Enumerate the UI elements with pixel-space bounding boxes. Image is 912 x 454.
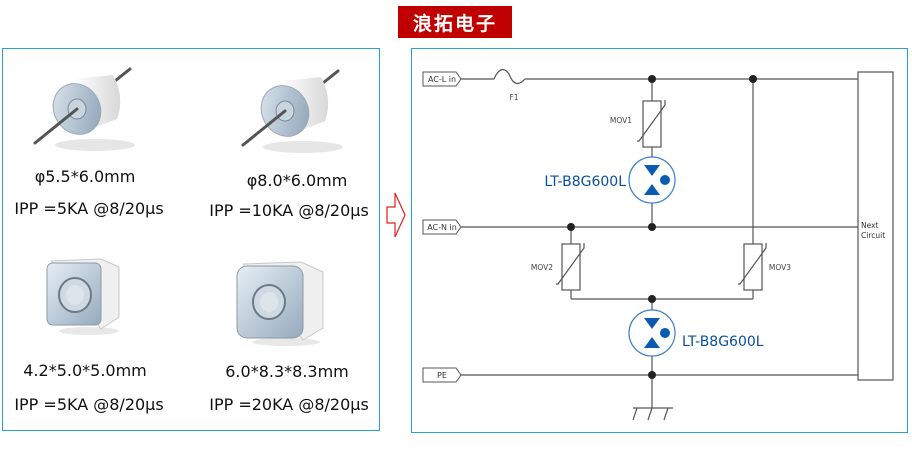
mov2-label: MOV2 xyxy=(531,263,553,272)
axial-gdt-image xyxy=(241,69,343,153)
junction-dot xyxy=(648,371,656,379)
product-ipp: IPP =5KA @8/20μs xyxy=(14,395,164,414)
next-circuit-label: Circuit xyxy=(861,231,885,240)
pe-label: PE xyxy=(437,371,447,380)
mov1-label: MOV1 xyxy=(610,116,632,125)
axial-gdt-image xyxy=(33,67,135,151)
fuse-label: F1 xyxy=(509,93,518,102)
next-circuit-label: Next xyxy=(861,221,879,230)
gdt-symbol xyxy=(628,156,676,204)
product-size: 6.0*8.3*8.3mm xyxy=(225,362,349,381)
junction-dot xyxy=(749,75,757,83)
junction-dot xyxy=(648,223,656,231)
product-size: 4.2*5.0*5.0mm xyxy=(23,361,147,380)
mov3-label: MOV3 xyxy=(769,263,791,272)
smd-gdt-image xyxy=(46,258,120,335)
schematic-panel: AC-L in AC-N in PE F1 MOV1 MOV2 MOV3 LT-… xyxy=(411,48,908,433)
gdt-symbol xyxy=(628,309,676,357)
product-size: φ5.5*6.0mm xyxy=(34,167,136,186)
product-ipp: IPP =10KA @8/20μs xyxy=(209,201,369,220)
junction-dot xyxy=(648,75,656,83)
junction-dot xyxy=(567,223,575,231)
next-circuit-box xyxy=(857,71,894,381)
pe-input-tag xyxy=(422,367,462,383)
acn-label: AC-N in xyxy=(427,223,457,232)
gdt2-part-label: LT-B8G600L xyxy=(682,334,764,350)
gdt1-part-label: LT-B8G600L xyxy=(544,174,626,190)
product-ipp: IPP =5KA @8/20μs xyxy=(14,199,164,218)
protection-circuit-schematic: AC-L in AC-N in PE F1 MOV1 MOV2 MOV3 LT-… xyxy=(422,68,894,421)
right-arrow-icon xyxy=(386,192,406,238)
junction-dot xyxy=(648,295,656,303)
product-ipp: IPP =20KA @8/20μs xyxy=(209,395,369,414)
acn-input-tag xyxy=(422,219,462,235)
product-panel: φ5.5*6.0mm IPP =5KA @8/20μs φ8.0*6.0mm I… xyxy=(2,48,380,431)
acl-label: AC-L in xyxy=(428,75,456,84)
fuse-symbol xyxy=(493,68,526,85)
product-size: φ8.0*6.0mm xyxy=(246,171,348,190)
brand-title: 浪拓电子 xyxy=(398,6,512,38)
acl-input-tag xyxy=(422,71,462,87)
smd-gdt-image xyxy=(236,261,324,346)
